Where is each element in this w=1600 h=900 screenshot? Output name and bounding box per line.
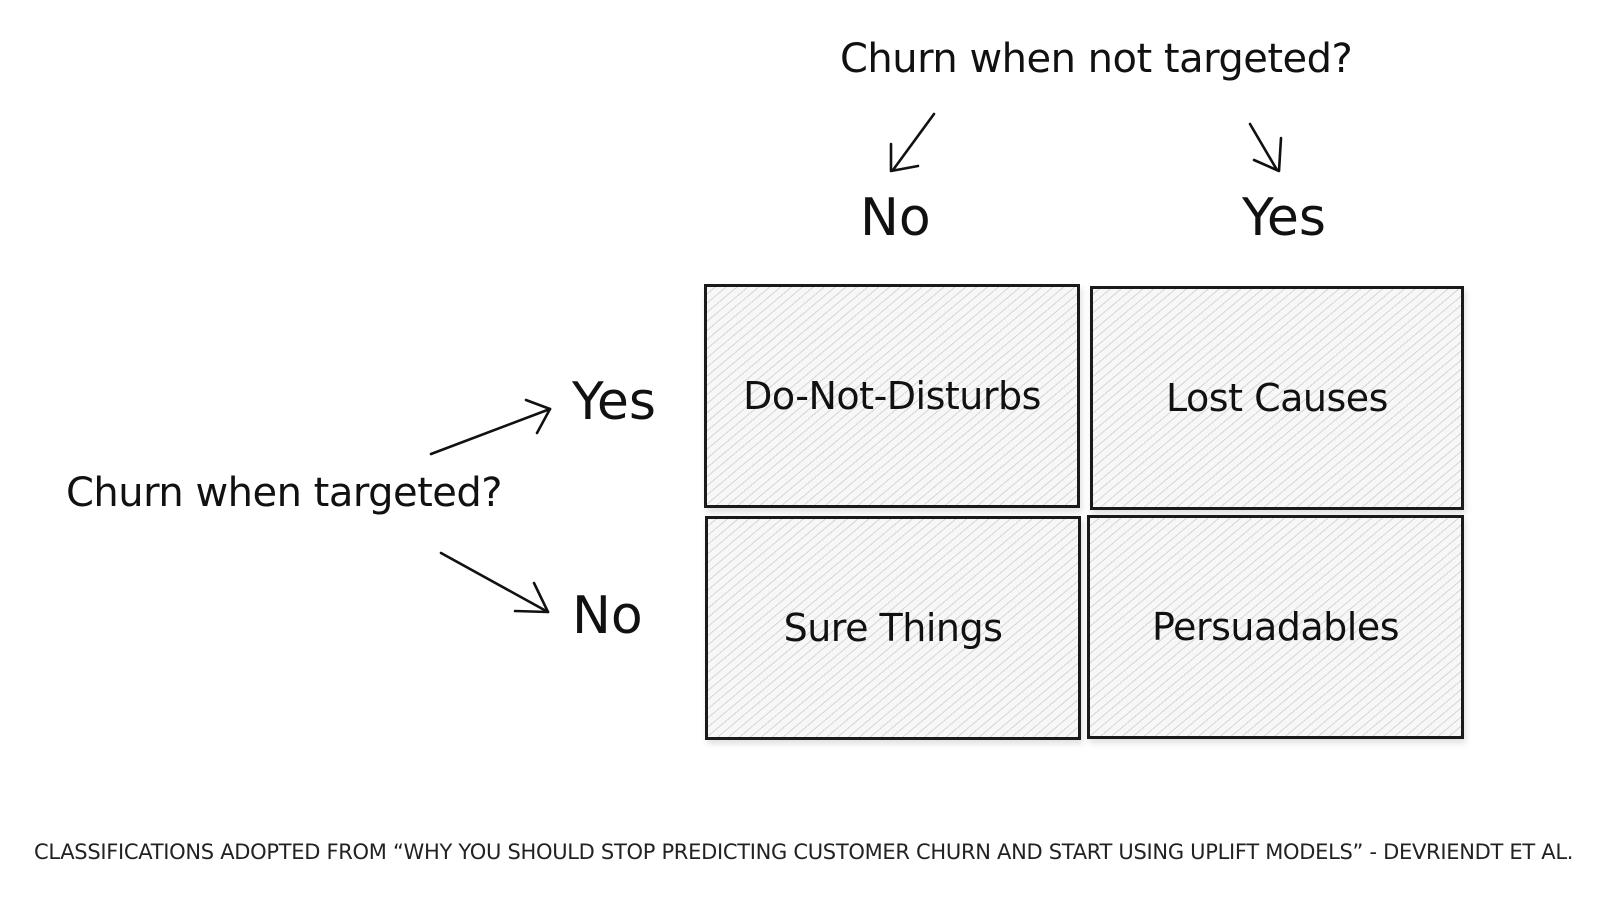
left-answer-no: No [572,586,643,646]
citation-footer: CLASSIFICATIONS ADOPTED FROM “WHY YOU SH… [34,840,1574,864]
top-answer-yes: Yes [1242,188,1326,248]
left-answer-yes: Yes [572,372,656,432]
matrix-cell-lost-causes: Lost Causes [1090,286,1464,510]
matrix-cell-do-not-disturbs: Do-Not-Disturbs [704,284,1080,508]
matrix-cell-persuadables: Persuadables [1087,515,1464,739]
arrow-down-left-icon [889,112,936,173]
top-answer-no: No [860,188,931,248]
arrow-down-right-icon [1248,122,1283,173]
matrix-cell-sure-things: Sure Things [705,516,1081,740]
cell-label: Lost Causes [1166,376,1388,420]
arrow-down-right-icon [439,551,550,614]
top-axis-question: Churn when not targeted? [840,36,1353,82]
left-axis-question: Churn when targeted? [66,470,503,516]
cell-label: Persuadables [1152,605,1400,649]
cell-label: Do-Not-Disturbs [743,374,1041,418]
cell-label: Sure Things [783,606,1003,650]
arrow-up-right-icon [429,398,552,456]
